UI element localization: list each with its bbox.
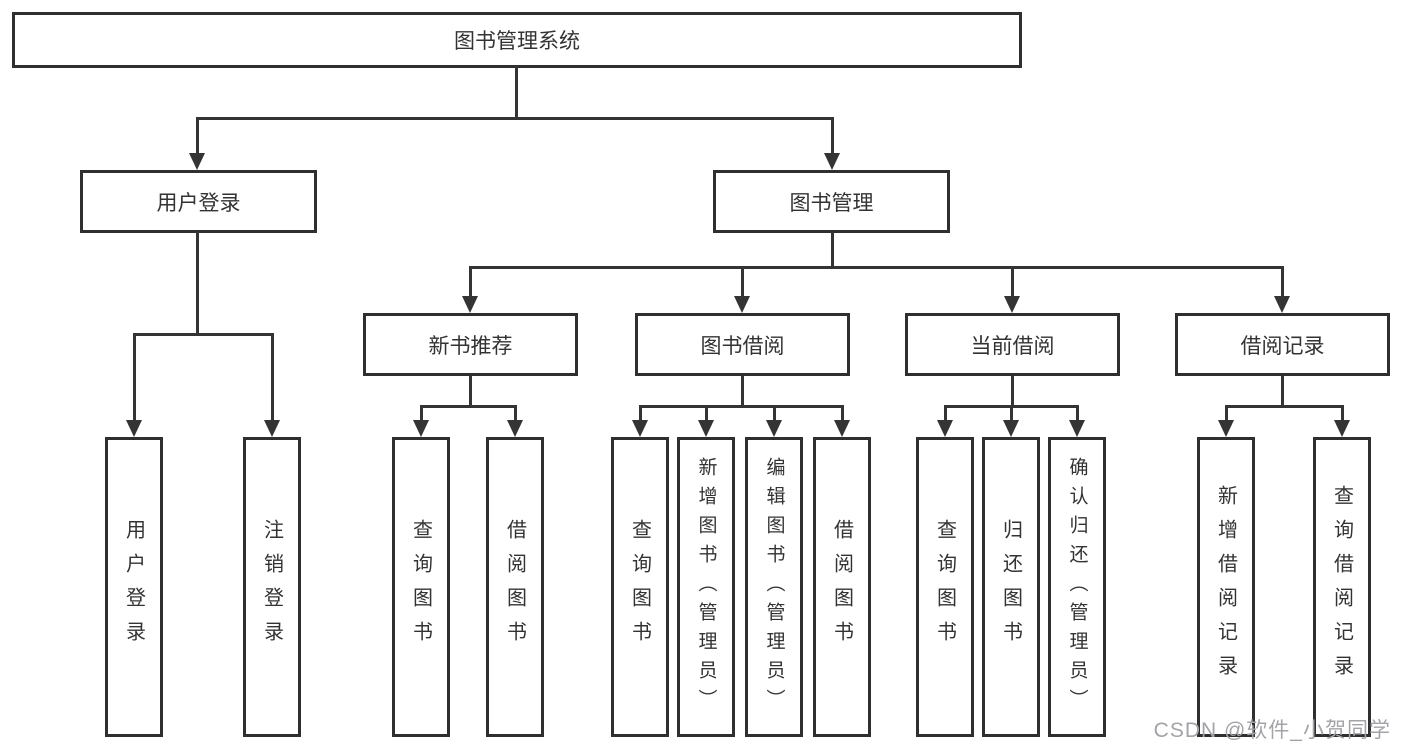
leaf-user-login: 用户登录	[105, 437, 163, 737]
connector-drop-records	[1281, 266, 1284, 298]
leaf-edit-book-admin: 编辑图书（管理员）	[745, 437, 803, 737]
arrowhead-recommendation	[462, 296, 478, 313]
arrowhead-addrecord	[1218, 420, 1234, 437]
arrowhead-confirmreturn	[1069, 420, 1085, 437]
connector-drop-leaf-logout	[271, 333, 274, 422]
leaf-return-book: 归还图书	[982, 437, 1040, 737]
arrowhead-query3	[937, 420, 953, 437]
leaf-query-books-recommend: 查询图书	[392, 437, 450, 737]
connector-drop-confirmreturn	[1076, 405, 1079, 422]
connector-bookmgmt-bus	[469, 266, 1284, 269]
connector-recommendation-stem	[469, 375, 472, 408]
connector-userlogin-stem	[196, 232, 199, 335]
connector-drop-queryrecord	[1341, 405, 1344, 422]
arrowhead-user-login	[189, 153, 205, 170]
leaf-logout: 注销登录	[243, 437, 301, 737]
connector-drop-borrow2	[841, 405, 844, 422]
connector-drop-user-login	[196, 117, 199, 157]
leaf-confirm-return-admin: 确认归还（管理员）	[1048, 437, 1106, 737]
leaf-query-books-current: 查询图书	[916, 437, 974, 737]
arrowhead-query1	[413, 420, 429, 437]
leaf-query-borrow-record: 查询借阅记录	[1313, 437, 1371, 737]
connector-drop-addbook	[705, 405, 708, 422]
connector-current-stem	[1011, 375, 1014, 408]
connector-root-stem	[515, 66, 518, 119]
arrowhead-return	[1003, 420, 1019, 437]
connector-root-bus	[196, 117, 833, 120]
node-new-book-recommendation: 新书推荐	[363, 313, 578, 376]
connector-records-bus	[1225, 405, 1344, 408]
arrowhead-borrow2	[834, 420, 850, 437]
watermark: CSDN @软件_小贺同学	[1153, 719, 1391, 742]
arrowhead-leaf-logout	[264, 420, 280, 437]
node-borrowing-records: 借阅记录	[1175, 313, 1390, 376]
connector-drop-borrow1	[514, 405, 517, 422]
arrowhead-leaf-userlogin	[126, 420, 142, 437]
connector-bookmgmt-stem	[831, 232, 834, 269]
connector-drop-addrecord	[1225, 405, 1228, 422]
arrowhead-book-management	[824, 153, 840, 170]
leaf-borrow-books-borrowing: 借阅图书	[813, 437, 871, 737]
leaf-add-book-admin: 新增图书（管理员）	[677, 437, 735, 737]
connector-drop-query2	[639, 405, 642, 422]
connector-drop-current	[1011, 266, 1014, 298]
node-book-borrowing: 图书借阅	[635, 313, 850, 376]
connector-drop-borrowing	[741, 266, 744, 298]
connector-userlogin-bus	[133, 333, 274, 336]
arrowhead-query2	[632, 420, 648, 437]
node-user-login: 用户登录	[80, 170, 317, 233]
leaf-add-borrow-record: 新增借阅记录	[1197, 437, 1255, 737]
leaf-query-books-borrowing: 查询图书	[611, 437, 669, 737]
arrowhead-editbook	[766, 420, 782, 437]
arrowhead-borrow1	[507, 420, 523, 437]
connector-records-stem	[1281, 375, 1284, 408]
connector-recommendation-bus	[420, 405, 517, 408]
arrowhead-records	[1274, 296, 1290, 313]
connector-borrowing-bus	[639, 405, 844, 408]
connector-drop-editbook	[773, 405, 776, 422]
arrowhead-borrowing	[734, 296, 750, 313]
arrowhead-current	[1004, 296, 1020, 313]
node-current-borrowing: 当前借阅	[905, 313, 1120, 376]
connector-drop-return	[1010, 405, 1013, 422]
arrowhead-addbook	[698, 420, 714, 437]
connector-drop-recommendation	[469, 266, 472, 298]
node-book-management: 图书管理	[713, 170, 950, 233]
arrowhead-queryrecord	[1334, 420, 1350, 437]
connector-drop-query3	[944, 405, 947, 422]
connector-drop-query1	[420, 405, 423, 422]
leaf-borrow-books-recommend: 借阅图书	[486, 437, 544, 737]
connector-borrowing-stem	[741, 375, 744, 408]
node-book-management-system: 图书管理系统	[12, 12, 1022, 68]
connector-drop-leaf-userlogin	[133, 333, 136, 422]
connector-drop-book-management	[831, 117, 834, 157]
